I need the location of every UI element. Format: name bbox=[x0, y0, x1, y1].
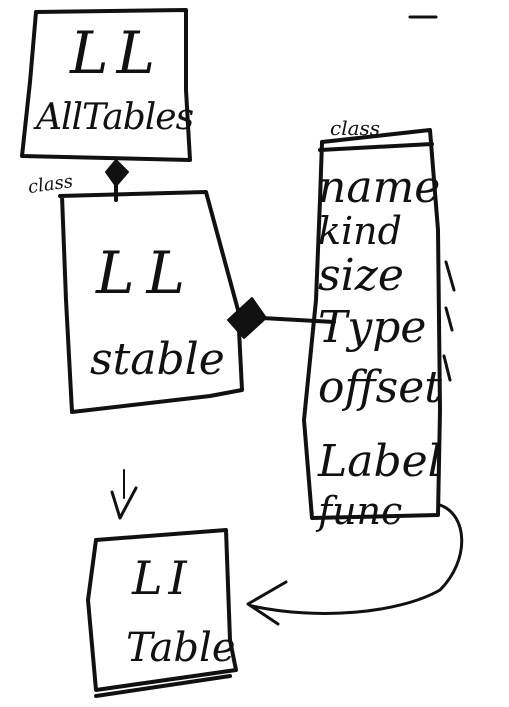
box-stable-outline bbox=[58, 190, 244, 414]
box-stable-title: LL bbox=[96, 239, 198, 307]
class-field-label: Label bbox=[318, 436, 442, 487]
composition-diamond-top bbox=[105, 159, 129, 187]
association-line bbox=[260, 316, 336, 324]
curved-arrow bbox=[250, 503, 464, 615]
box-alltables-title: LL bbox=[70, 19, 164, 87]
class-box-outline bbox=[302, 128, 442, 520]
box-table-title: LI bbox=[132, 551, 193, 605]
box-alltables-name: AllTables bbox=[36, 97, 194, 138]
chevron-down-icon bbox=[110, 486, 138, 520]
box-alltables-outline bbox=[20, 8, 192, 162]
class-field-func: func bbox=[318, 489, 403, 533]
class-box-side-mark bbox=[442, 260, 456, 382]
class-field-offset: offset bbox=[318, 362, 442, 413]
class-field-name: name bbox=[318, 162, 441, 213]
class-box-header: class bbox=[330, 116, 381, 140]
box-table-outline bbox=[86, 528, 238, 698]
class-field-size: size bbox=[318, 250, 404, 301]
box-stable-name: stable bbox=[90, 334, 225, 385]
box-table-name: Table bbox=[126, 625, 236, 671]
class-field-kind: kind bbox=[318, 209, 402, 253]
arrowhead-left-icon bbox=[246, 580, 288, 626]
class-field-type: Type bbox=[318, 302, 427, 353]
